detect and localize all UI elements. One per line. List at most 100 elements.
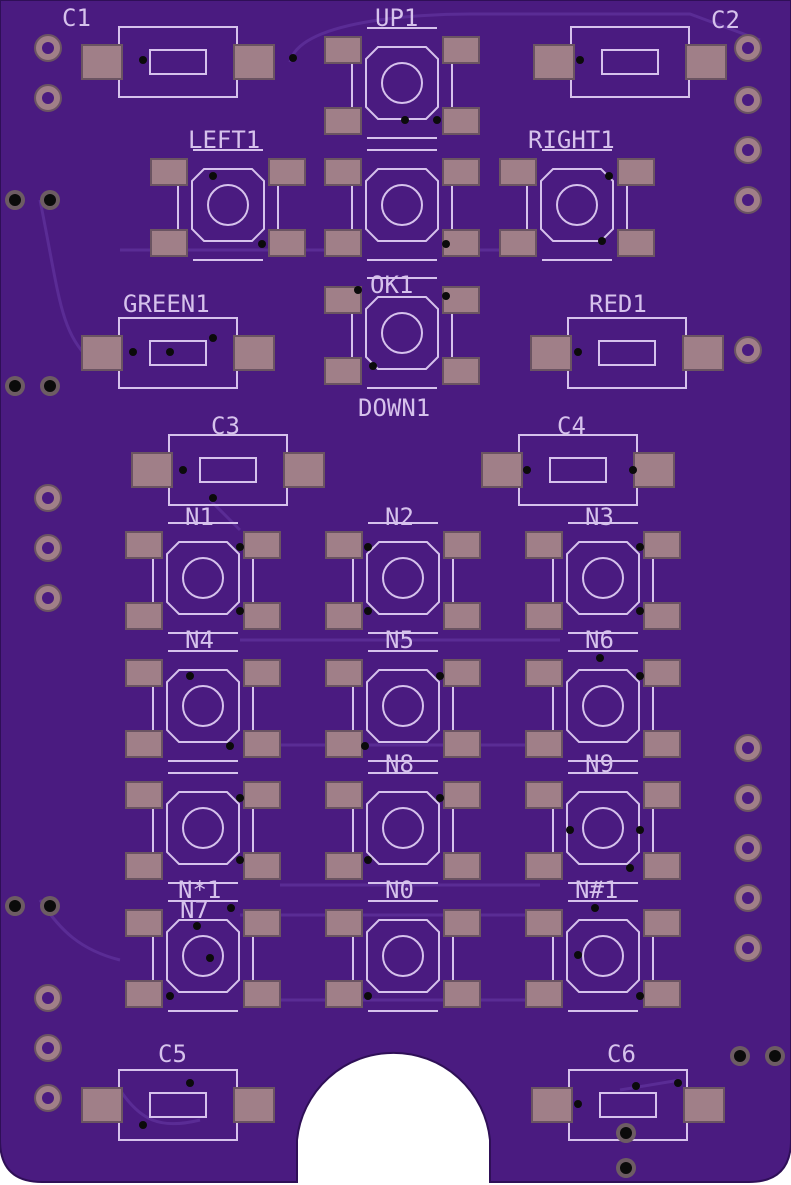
drill-hole <box>42 92 54 104</box>
smd-pad <box>125 730 163 758</box>
center1-footprint <box>324 149 480 261</box>
drill-hole <box>42 1092 54 1104</box>
smd-pad <box>443 852 481 880</box>
smd-pad <box>525 659 563 687</box>
vias <box>5 54 785 1178</box>
smd-pad <box>617 229 655 257</box>
via <box>354 286 362 294</box>
smd-pad <box>442 357 480 385</box>
drill-hole <box>742 344 754 356</box>
via <box>129 348 137 356</box>
via <box>226 742 234 750</box>
smd-pad <box>325 852 363 880</box>
right1-footprint <box>499 149 655 261</box>
smd-pad <box>325 531 363 559</box>
via <box>139 56 147 64</box>
smd-pad <box>617 158 655 186</box>
n9-footprint <box>525 772 681 884</box>
drill-hole <box>42 1042 54 1054</box>
smd-pad <box>325 781 363 809</box>
red1-footprint <box>530 317 724 389</box>
smd-pad <box>499 229 537 257</box>
smd-pad <box>81 44 123 80</box>
smd-pad <box>325 602 363 630</box>
via <box>236 794 244 802</box>
label-n6: N6 <box>585 626 614 654</box>
label-red1: RED1 <box>589 290 647 318</box>
smd-pad <box>243 980 281 1008</box>
drill-hole <box>742 42 754 54</box>
smd-pad <box>525 602 563 630</box>
drill-hole <box>742 942 754 954</box>
via <box>636 672 644 680</box>
c2-footprint <box>533 26 727 98</box>
label-down1: DOWN1 <box>358 394 430 422</box>
via <box>632 1082 640 1090</box>
smd-pad <box>324 357 362 385</box>
smd-pad <box>643 781 681 809</box>
smd-pad <box>643 730 681 758</box>
smd-pad <box>243 781 281 809</box>
smd-pad <box>643 980 681 1008</box>
smd-pad <box>643 659 681 687</box>
smd-pad <box>125 852 163 880</box>
via <box>620 1162 632 1174</box>
smd-pad <box>525 730 563 758</box>
drill-hole <box>42 592 54 604</box>
label-n1: N1 <box>185 503 214 531</box>
label-c5: C5 <box>158 1040 187 1068</box>
via <box>186 1079 194 1087</box>
via <box>626 864 634 872</box>
via <box>44 900 56 912</box>
label-c6: C6 <box>607 1040 636 1068</box>
smd-pad <box>443 602 481 630</box>
c6-footprint <box>531 1069 725 1141</box>
c1-footprint <box>81 26 275 98</box>
smd-pad <box>243 730 281 758</box>
via <box>576 56 584 64</box>
nstar1-footprint <box>125 900 281 1012</box>
c5-footprint <box>81 1069 275 1141</box>
via <box>209 172 217 180</box>
n3-footprint <box>525 522 681 634</box>
smd-pad <box>643 602 681 630</box>
smd-pad <box>442 36 480 64</box>
n7-footprint <box>125 772 281 884</box>
via <box>258 240 266 248</box>
via <box>436 794 444 802</box>
label-green1: GREEN1 <box>123 290 210 318</box>
drill-hole <box>742 194 754 206</box>
label-ok1: OK1 <box>370 271 413 299</box>
via <box>620 1127 632 1139</box>
smd-pad <box>442 107 480 135</box>
via <box>186 672 194 680</box>
green1-footprint <box>81 317 275 389</box>
via <box>596 654 604 662</box>
smd-pad <box>481 452 523 488</box>
nhash1-footprint <box>525 900 681 1012</box>
smd-pad <box>125 531 163 559</box>
via <box>179 466 187 474</box>
via <box>139 1121 147 1129</box>
smd-pad <box>525 531 563 559</box>
via <box>227 904 235 912</box>
smd-pad <box>525 781 563 809</box>
smd-pad <box>643 909 681 937</box>
drill-hole <box>42 542 54 554</box>
via <box>636 607 644 615</box>
left1-footprint <box>150 149 306 261</box>
smd-pad <box>443 659 481 687</box>
smd-pad <box>443 730 481 758</box>
label-nstar1: N*1 <box>178 876 221 904</box>
smd-pad <box>530 335 572 371</box>
via <box>364 607 372 615</box>
c3-footprint <box>131 434 325 506</box>
n0-footprint <box>325 900 481 1012</box>
via <box>401 116 409 124</box>
via <box>566 826 574 834</box>
via <box>629 466 637 474</box>
smd-pad <box>125 909 163 937</box>
smd-pad <box>442 286 480 314</box>
via <box>574 348 582 356</box>
